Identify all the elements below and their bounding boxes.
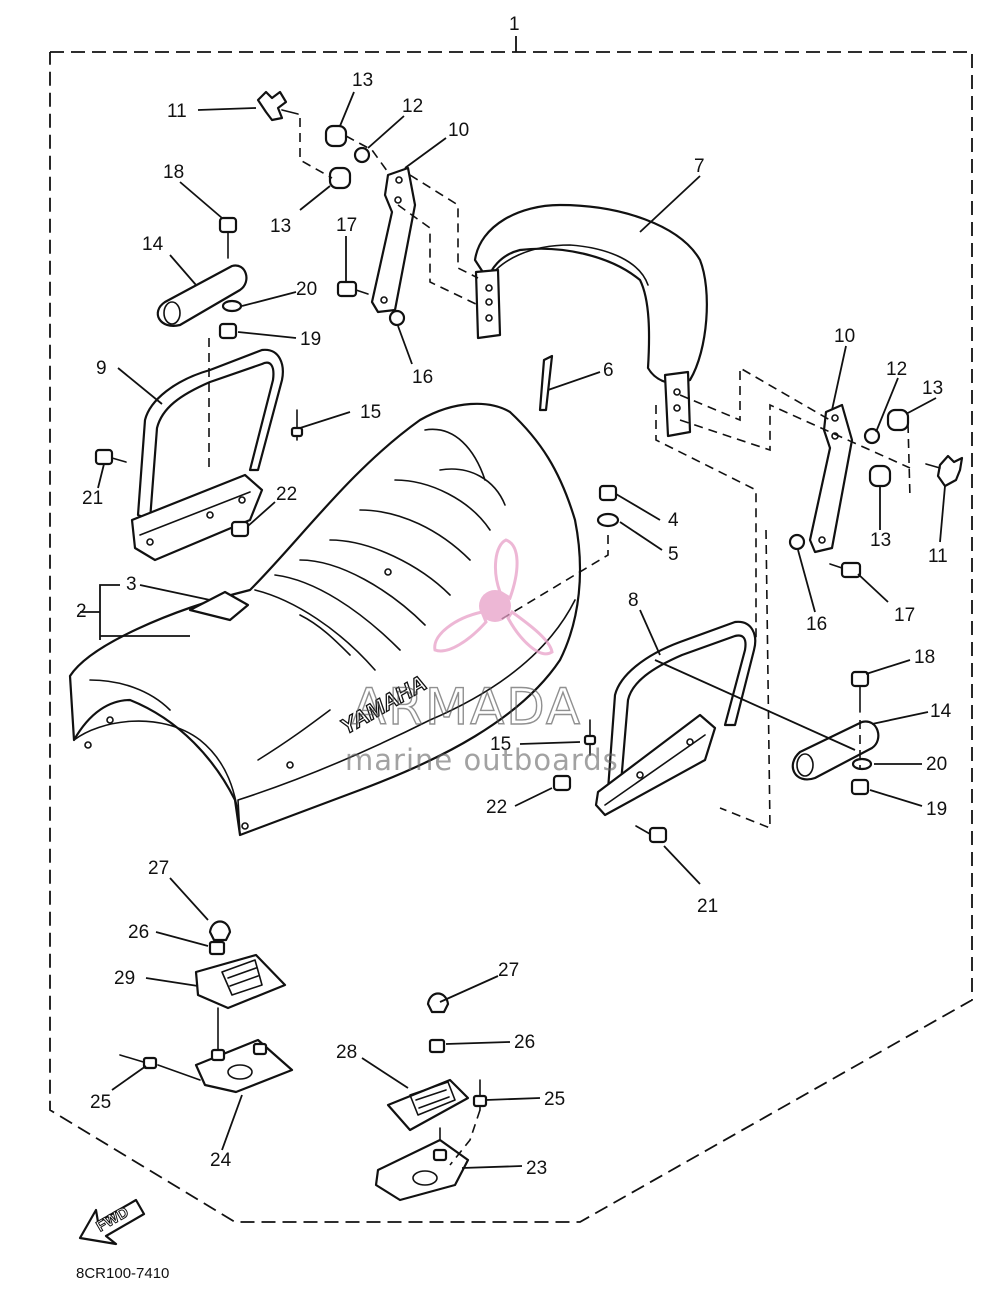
callout-28: 28	[336, 1042, 357, 1063]
callout-8: 8	[628, 590, 639, 611]
grab-handle-right	[594, 620, 757, 817]
callout-22: 22	[276, 484, 297, 505]
callout-25: 25	[90, 1092, 111, 1113]
assembly-guide-lines	[208, 118, 911, 830]
collar-13b	[328, 166, 352, 190]
callout-20: 20	[296, 279, 317, 300]
callout-3: 3	[126, 574, 137, 595]
callout-18: 18	[163, 162, 184, 183]
callout-15: 15	[360, 402, 381, 423]
backrest-arm-right	[808, 403, 854, 554]
leader-lines	[80, 91, 946, 1169]
nut-19a	[218, 322, 238, 340]
backrest	[473, 203, 708, 438]
callout-21: 21	[697, 896, 718, 917]
grab-handle-left	[130, 348, 284, 562]
washer-16b	[788, 533, 806, 551]
propeller-logo	[433, 538, 554, 656]
callout-4: 4	[668, 510, 679, 531]
washer-12b	[863, 427, 881, 445]
watermark: ARMADA marine outboards	[345, 538, 619, 777]
knob-left	[256, 90, 299, 122]
assembly-boundary	[49, 51, 973, 1223]
collar-13d	[868, 464, 892, 488]
drawing-code: 8CR100-7410	[76, 1265, 169, 1282]
nut-22a	[230, 520, 250, 538]
spacer-5	[596, 512, 620, 528]
callout-23: 23	[526, 1158, 547, 1179]
callout-18: 18	[914, 647, 935, 668]
svg-text:ARMADA: ARMADA	[352, 678, 582, 736]
callout-9: 9	[96, 358, 107, 379]
knob-right	[925, 454, 964, 488]
callout-27: 27	[148, 858, 169, 879]
callout-11: 11	[928, 546, 948, 567]
callout-10: 10	[834, 326, 855, 347]
callout-17: 17	[894, 605, 915, 626]
callout-21: 21	[82, 488, 103, 509]
callout-5: 5	[668, 544, 679, 565]
forward-arrow: FWD	[78, 1198, 146, 1246]
callout-labels: 11 13 12 10 13 17 18 14 20 19 16 7 6 9 1…	[76, 70, 952, 1179]
callout-19: 19	[926, 799, 947, 820]
callout-12: 12	[886, 359, 907, 380]
callout-10: 10	[448, 120, 469, 141]
nut-4	[598, 484, 618, 502]
callout-11: 11	[167, 101, 187, 122]
callout-13: 13	[352, 70, 373, 91]
callout-17: 17	[336, 215, 357, 236]
callout-12: 12	[402, 96, 423, 117]
seat: YAMAHA	[68, 402, 582, 837]
backrest-arm-left	[370, 166, 417, 314]
callout-7: 7	[694, 156, 705, 177]
rivet-15a	[290, 409, 304, 441]
callout-26: 26	[128, 922, 149, 943]
callout-2: 2	[76, 601, 87, 622]
collar-13a	[324, 124, 348, 148]
bolt-21b	[635, 825, 668, 844]
callout-27: 27	[498, 960, 519, 981]
latch-assembly-right	[374, 992, 488, 1202]
sleeve-14a	[156, 264, 248, 327]
callout-20: 20	[926, 754, 947, 775]
latch-assembly-left	[119, 920, 294, 1094]
washer-20b	[851, 757, 873, 771]
callout-14: 14	[142, 234, 164, 255]
callout-14: 14	[930, 701, 952, 722]
callout-26: 26	[514, 1032, 535, 1053]
nut-19b	[850, 778, 870, 796]
callout-16: 16	[806, 614, 827, 635]
callout-6: 6	[603, 360, 614, 381]
callout-24: 24	[210, 1150, 232, 1171]
clip-6	[538, 354, 554, 412]
rivet-15b	[583, 719, 597, 756]
collar-13c	[886, 408, 910, 432]
bolt-21a	[94, 448, 127, 466]
callout-1: 1	[509, 14, 520, 35]
callout-16: 16	[412, 367, 433, 388]
bolt-17b	[829, 561, 862, 579]
callout-22: 22	[486, 797, 507, 818]
bolt-17a	[336, 280, 369, 298]
callout-19: 19	[300, 329, 321, 350]
callout-13: 13	[870, 530, 891, 551]
svg-text:marine outboards: marine outboards	[345, 743, 619, 777]
callout-13: 13	[922, 378, 943, 399]
bolt-18b	[850, 670, 870, 713]
callout-13: 13	[270, 216, 291, 237]
washer-16a	[388, 309, 406, 327]
sleeve-14b	[791, 720, 880, 781]
callout-29: 29	[114, 968, 135, 989]
callout-25: 25	[544, 1089, 565, 1110]
bolt-18a	[218, 216, 238, 259]
washer-12a	[353, 146, 371, 164]
washer-20a	[221, 299, 243, 313]
nut-22b	[552, 774, 572, 792]
callout-15: 15	[490, 734, 511, 755]
